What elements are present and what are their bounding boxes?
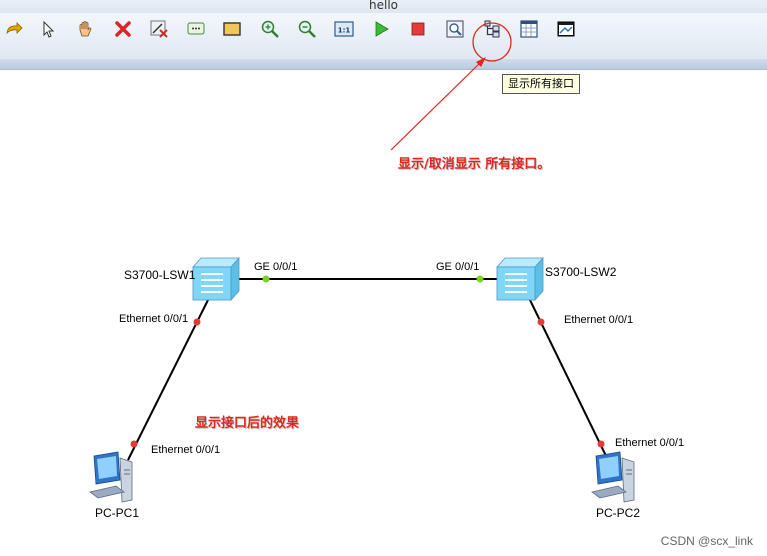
interface-label-lsw2-ge: GE 0/0/1 — [436, 261, 480, 273]
topology-button[interactable] — [554, 17, 578, 41]
device-label-lsw1: S3700-LSW1 — [124, 268, 196, 282]
rectangle-button[interactable] — [220, 17, 244, 41]
port-indicator-lsw1-ge — [262, 275, 270, 283]
device-label-pc1: PC-PC1 — [95, 506, 140, 520]
start-device-icon — [375, 21, 389, 37]
link-lsw2-pc2[interactable] — [529, 299, 609, 461]
switch-lsw2-icon[interactable] — [496, 256, 544, 302]
delete-link-button[interactable] — [147, 17, 171, 41]
pan-hand-icon — [79, 21, 92, 37]
zoom-in-button[interactable] — [258, 17, 282, 41]
highlight-circle — [472, 22, 512, 62]
port-indicator-lsw1-eth — [193, 318, 201, 326]
zoom-out-icon — [298, 20, 316, 38]
link-lsw1-pc1[interactable] — [127, 299, 209, 461]
pan-button[interactable] — [73, 17, 97, 41]
interface-label-lsw1-eth: Ethernet 0/0/1 — [119, 313, 189, 325]
select-icon — [43, 20, 55, 38]
device-label-lsw2: S3700-LSW2 — [545, 265, 617, 279]
text-note-icon — [187, 22, 205, 35]
watermark: CSDN @scx_link — [660, 534, 753, 548]
delete-icon — [115, 21, 131, 37]
pc-pc2-icon[interactable] — [591, 451, 635, 503]
topology-icon — [557, 21, 575, 37]
title-bar: hello — [0, 0, 767, 13]
zoom-out-button[interactable] — [295, 17, 319, 41]
svg-text:1:1: 1:1 — [338, 27, 351, 35]
annotation-toggle-interfaces: 显示/取消显示 所有接口。 — [398, 157, 551, 172]
port-indicator-lsw2-eth — [537, 318, 545, 326]
pc-pc1-icon[interactable] — [89, 451, 133, 503]
delete-link-icon — [150, 20, 168, 38]
annotation-arrow-head — [476, 57, 486, 67]
capture-data-button[interactable] — [443, 17, 467, 41]
fit-view-icon: 1:1 — [334, 21, 354, 37]
interface-label-pc2-eth: Ethernet 0/0/1 — [615, 437, 685, 449]
capture-data-icon — [446, 20, 464, 38]
grid-button[interactable] — [517, 17, 541, 41]
select-button[interactable] — [36, 17, 60, 41]
device-label-pc2: PC-PC2 — [596, 506, 641, 520]
switch-lsw1-icon[interactable] — [192, 256, 240, 302]
port-indicator-pc1-eth — [130, 440, 138, 448]
interface-label-lsw2-eth: Ethernet 0/0/1 — [564, 314, 634, 326]
start-device-button[interactable] — [369, 17, 393, 41]
toolbar-divider — [0, 59, 767, 70]
window-title: hello — [369, 0, 398, 12]
zoom-in-icon — [261, 20, 279, 38]
text-note-button[interactable] — [184, 17, 208, 41]
interface-label-pc1-eth: Ethernet 0/0/1 — [151, 444, 221, 456]
tooltip: 显示所有接口 — [502, 74, 580, 94]
port-indicator-lsw2-ge — [476, 275, 484, 283]
rectangle-icon — [223, 22, 241, 36]
delete-button[interactable] — [111, 17, 135, 41]
port-indicator-pc2-eth — [597, 440, 605, 448]
annotation-effect: 显示接口后的效果 — [195, 416, 300, 431]
interface-label-lsw1-ge: GE 0/0/1 — [254, 261, 298, 273]
redo-icon — [6, 22, 23, 35]
grid-icon — [520, 20, 538, 38]
annotation-arrow — [390, 61, 482, 151]
stop-device-icon — [411, 22, 425, 36]
redo-button[interactable] — [2, 17, 26, 41]
fit-view-button[interactable]: 1:1 — [332, 17, 356, 41]
stop-device-button[interactable] — [406, 17, 430, 41]
